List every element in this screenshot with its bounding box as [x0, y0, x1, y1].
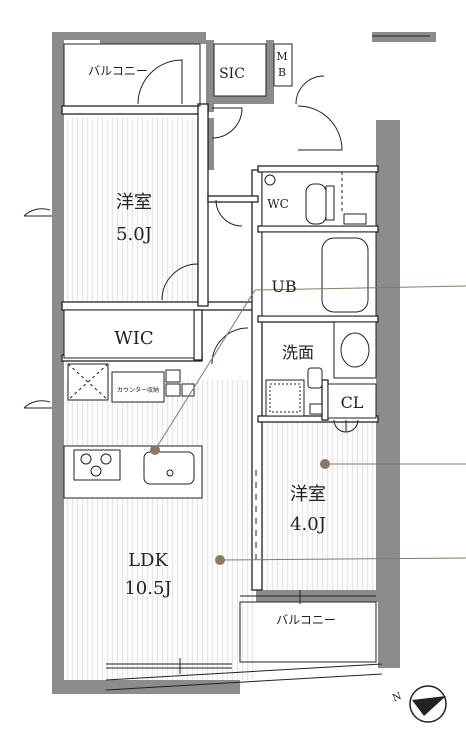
leader-lines: [154, 285, 466, 561]
mb-label-m: M: [276, 50, 287, 63]
bathtub: [261, 231, 377, 317]
western-room-2-size: 4.0J: [290, 514, 326, 535]
closet-cl: [327, 383, 377, 419]
leader-dots: [150, 445, 330, 565]
cl-label: CL: [341, 393, 364, 412]
wc-label: WC: [267, 197, 289, 211]
window-sashes: [106, 35, 430, 674]
ldk-size: 10.5J: [124, 578, 171, 599]
balcony-bottom: [105, 601, 383, 691]
wic-label: WIC: [114, 328, 153, 349]
door-swings: [23, 59, 359, 433]
western-room-2-name: 洋室: [290, 484, 326, 505]
washroom-label: 洗面: [282, 343, 314, 362]
kitchen-counter: [63, 445, 203, 499]
storage-sic: [213, 43, 293, 97]
floors: [64, 112, 380, 680]
washroom-fixtures: [265, 321, 377, 417]
walk-in-closet: [63, 309, 195, 359]
balcony-bottom-label: バルコニー: [276, 613, 336, 627]
balcony-top: [63, 43, 201, 107]
sic-label: SIC: [219, 66, 245, 82]
ub-label: UB: [271, 277, 296, 296]
kitchen-storage: [67, 363, 195, 403]
north-compass-icon: N: [391, 685, 447, 723]
counter-storage-label: カウンター収納: [117, 386, 159, 394]
mb-label-b: B: [278, 66, 286, 79]
western-room-1-name: 洋室: [116, 192, 152, 213]
western-room-1-size: 5.0J: [116, 224, 152, 245]
compass-label: N: [391, 691, 403, 704]
toilet: [261, 171, 377, 227]
ldk-name: LDK: [128, 550, 168, 571]
balcony-top-label: バルコニー: [88, 64, 148, 78]
